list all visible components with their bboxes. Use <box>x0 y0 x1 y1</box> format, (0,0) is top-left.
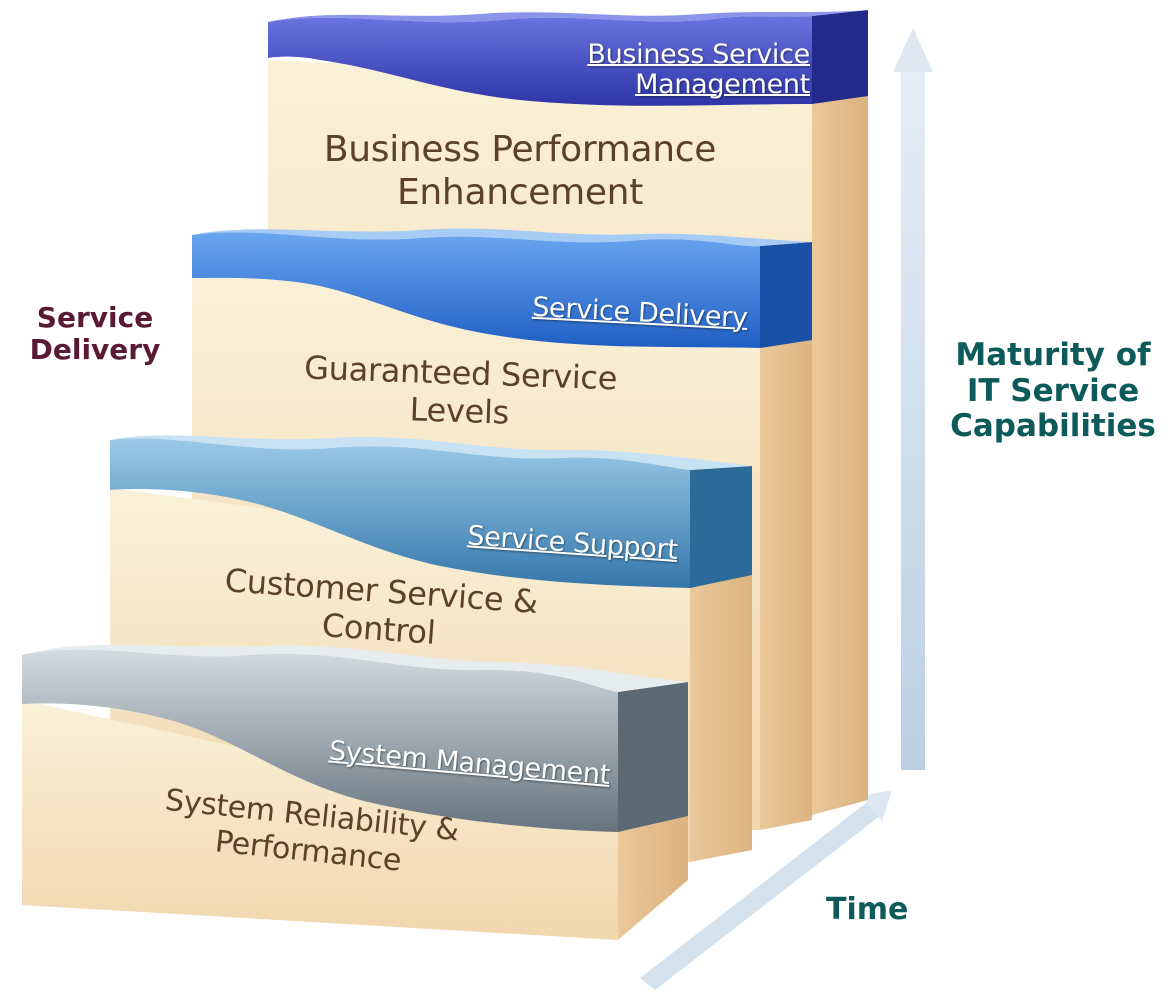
step-text-business-performance: Business Performance Enhancement <box>300 128 740 214</box>
left-label-line2: Delivery <box>29 333 161 367</box>
band-label-business-service-management: Business Service Management <box>587 40 810 99</box>
right-label-line2: IT Service <box>966 372 1140 409</box>
band-label-business-line2: Management <box>635 68 810 100</box>
step-system-reliability <box>22 644 688 940</box>
maturity-arrow <box>893 28 933 770</box>
left-label-line1: Service <box>36 301 154 334</box>
band-label-business-line1: Business Service <box>587 39 810 70</box>
time-axis-label: Time <box>826 892 909 927</box>
time-arrow <box>640 790 892 990</box>
step1-line1: Business Performance <box>323 129 717 170</box>
step-text-guaranteed-service: Guaranteed Service Levels <box>249 347 671 438</box>
maturity-axis-label: Maturity of IT Service Capabilities <box>930 337 1176 445</box>
right-label-line3: Capabilities <box>950 408 1156 445</box>
right-label-line1: Maturity of <box>955 337 1151 373</box>
service-delivery-side-label: Service Delivery <box>10 301 180 367</box>
step1-line2: Enhancement <box>396 172 644 214</box>
